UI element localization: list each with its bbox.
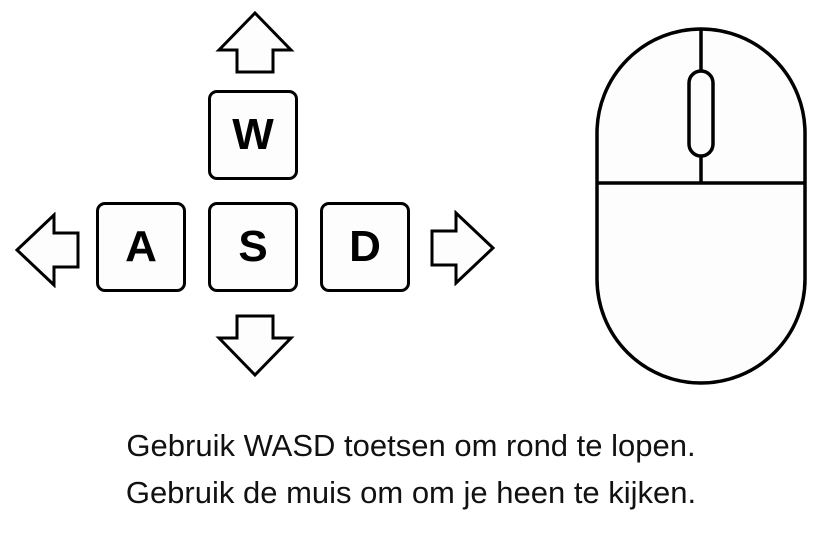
arrow-down-icon (215, 314, 295, 378)
key-a: A (96, 202, 186, 292)
key-w: W (208, 90, 298, 180)
arrow-left-icon (14, 212, 80, 288)
key-s: S (208, 202, 298, 292)
mouse-icon (595, 27, 807, 385)
instruction-line-movement: Gebruik WASD toetsen om rond te lopen. (126, 428, 696, 463)
instruction-line-look: Gebruik de muis om om je heen te kijken. (125, 475, 697, 510)
arrow-right-icon (430, 210, 496, 286)
arrow-up-icon (215, 10, 295, 74)
key-d: D (320, 202, 410, 292)
